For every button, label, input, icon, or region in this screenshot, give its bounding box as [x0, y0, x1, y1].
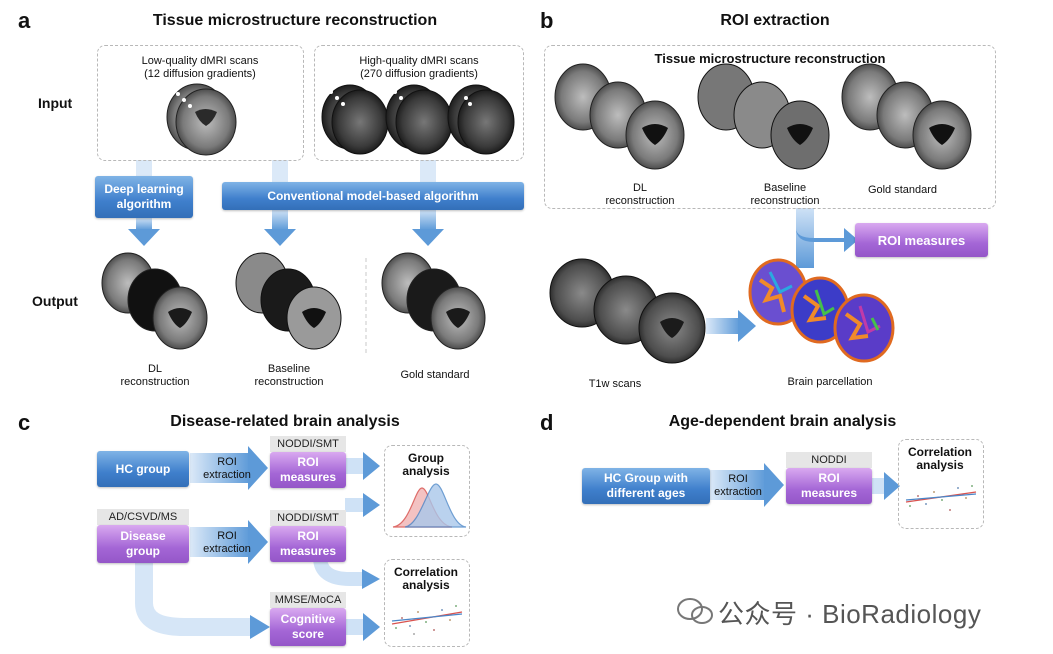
- tag-disease: AD/CSVD/MS: [97, 509, 189, 525]
- panel-b-title: ROI extraction: [720, 12, 830, 29]
- tag-noddi-smt-hc: NODDI/SMT: [270, 436, 346, 452]
- t1w-brains: [549, 258, 706, 364]
- roi-measures-hc-box: ROI measures: [270, 452, 346, 488]
- deep-learning-algorithm-box: Deep learning algorithm: [95, 176, 193, 218]
- b-gold-label: Gold standard: [867, 184, 938, 196]
- c-roi-extract-1b: extraction: [203, 469, 251, 481]
- tag-mmse-moca: MMSE/MoCA: [270, 592, 346, 608]
- row-label-output: Output: [32, 293, 78, 309]
- panel-d-title: Age-dependent brain analysis: [668, 413, 897, 430]
- cognitive-score-box: Cognitive score: [270, 608, 346, 646]
- group-analysis-box: [384, 445, 470, 537]
- parcellation-brains: [748, 258, 895, 363]
- correlation-scatter-c: [391, 605, 463, 635]
- c-roi-extract-2b: extraction: [203, 543, 251, 555]
- out-baseline-label-2: reconstruction: [254, 376, 324, 388]
- highq-brain-stacks: [321, 84, 515, 155]
- panel-b-letter: b: [540, 8, 554, 33]
- out-dl-label-2: reconstruction: [120, 376, 190, 388]
- watermark-text: 公众号 · BioRadiology: [718, 599, 982, 629]
- panel-c-letter: c: [18, 410, 31, 435]
- d-corr-line1: Correlation: [907, 445, 972, 459]
- disease-line2: group: [126, 544, 160, 558]
- roi-measures-d-line2: measures: [800, 486, 858, 500]
- c-roi-extract-2a: ROI: [217, 530, 237, 542]
- tag-noddi: NODDI: [786, 452, 872, 468]
- tag-noddi-smt-disease: NODDI/SMT: [270, 510, 346, 526]
- highq-label-1: High-quality dMRI scans: [359, 55, 479, 67]
- panel-a-arrows: [128, 160, 444, 246]
- dl-box-line2: algorithm: [116, 197, 172, 211]
- cognitive-line1: Cognitive: [280, 612, 336, 626]
- disease-line1: Disease: [120, 529, 166, 543]
- lowq-brain-stack: [166, 83, 237, 156]
- roi-measures-d-box: ROI measures: [786, 468, 872, 504]
- correlation-analysis-box-c: [384, 559, 470, 647]
- out-baseline-label-1: Baseline: [267, 363, 311, 375]
- roi-measures-disease-line2: measures: [279, 544, 337, 558]
- c-corr-line2: analysis: [402, 578, 450, 592]
- out-dl-label-1: DL: [147, 363, 163, 375]
- b-dl-label-2: reconstruction: [605, 195, 675, 207]
- hc-ages-box: HC Group with different ages: [582, 468, 710, 504]
- row-label-input: Input: [38, 95, 73, 111]
- wechat-icon: [677, 598, 713, 624]
- c-corr-line1: Correlation: [393, 565, 458, 579]
- lowq-label-1: Low-quality dMRI scans: [141, 55, 259, 67]
- hc-ages-line1: HC Group with: [604, 471, 688, 485]
- roi-measures-disease-box: ROI measures: [270, 526, 346, 562]
- roi-measures-hc-line1: ROI: [297, 455, 319, 469]
- lowq-label-2: (12 diffusion gradients): [144, 68, 256, 80]
- panel-d-letter: d: [540, 410, 554, 435]
- conventional-algorithm-box: Conventional model-based algorithm: [222, 182, 524, 210]
- disease-group-box: Disease group: [97, 525, 189, 563]
- cognitive-line2: score: [291, 627, 325, 641]
- panel-c-arrows: [135, 446, 380, 641]
- b-baseline-label-2: reconstruction: [750, 195, 820, 207]
- t1w-to-parcellation-arrow: [706, 310, 756, 342]
- hc-ages-line2: different ages: [606, 486, 686, 500]
- out-gold-label: Gold standard: [400, 369, 470, 381]
- roi-measures-box-b: ROI measures: [855, 223, 988, 257]
- roi-measures-d-line1: ROI: [818, 471, 840, 485]
- lowq-input-box: [97, 45, 304, 161]
- roi-measures-disease-line1: ROI: [297, 529, 319, 543]
- panel-d-arrows: [710, 463, 900, 507]
- t1w-label: T1w scans: [588, 378, 642, 390]
- group-analysis-curves: [392, 483, 467, 528]
- panel-b-arrow-roi: [796, 208, 858, 268]
- roi-measures-hc-line2: measures: [279, 470, 337, 484]
- output-brains: [101, 252, 486, 356]
- panel-a-letter: a: [18, 8, 31, 33]
- hc-group-box: HC group: [97, 451, 189, 487]
- panel-a-title: Tissue microstructure reconstruction: [152, 12, 438, 29]
- b-baseline-label-1: Baseline: [763, 182, 807, 194]
- panel-b-recon-brains: [554, 63, 972, 170]
- d-roi-extract-2: extraction: [714, 486, 762, 498]
- correlation-scatter-d: [905, 485, 977, 511]
- correlation-analysis-box-d: [898, 439, 984, 529]
- panel-b-recon-box: [544, 45, 996, 209]
- dl-box-line1: Deep learning: [104, 182, 184, 196]
- b-dl-label-1: DL: [632, 182, 648, 194]
- d-roi-extract-1: ROI: [728, 473, 748, 485]
- highq-input-box: [314, 45, 524, 161]
- c-roi-extract-1a: ROI: [217, 456, 237, 468]
- group-analysis-line1: Group: [408, 451, 444, 465]
- panel-c-title: Disease-related brain analysis: [170, 413, 400, 430]
- highq-label-2: (270 diffusion gradients): [360, 68, 478, 80]
- panel-b-inner-title: Tissue microstructure reconstruction: [654, 51, 886, 66]
- group-analysis-line2: analysis: [402, 464, 450, 478]
- d-corr-line2: analysis: [916, 458, 964, 472]
- parcellation-label: Brain parcellation: [787, 376, 873, 388]
